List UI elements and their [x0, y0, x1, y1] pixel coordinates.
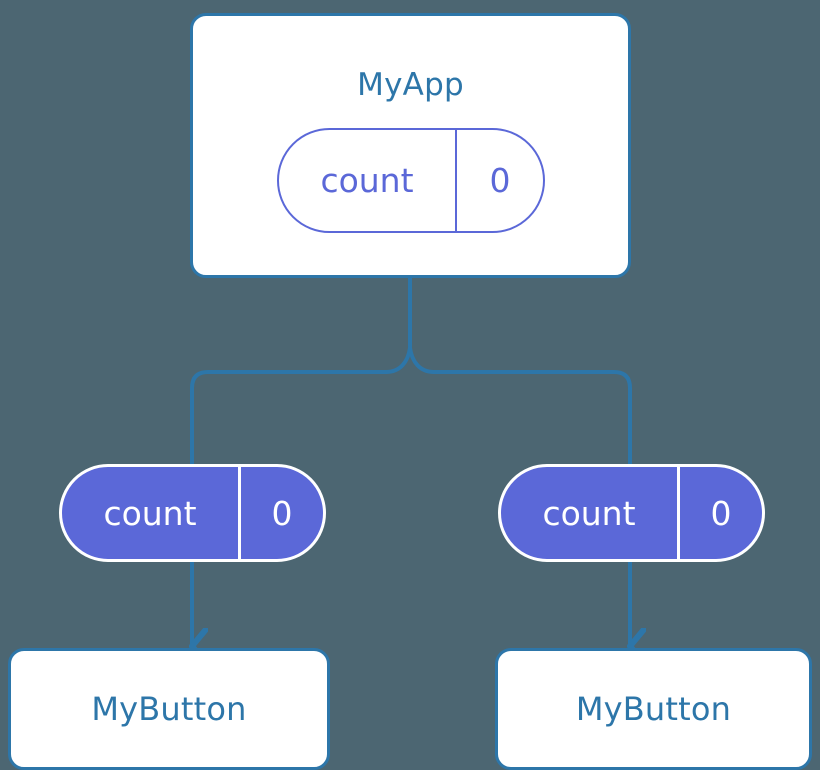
- root-state-key: count: [279, 130, 457, 231]
- right-child-component-box[interactable]: MyButton: [495, 648, 812, 770]
- left-child-component-label: MyButton: [91, 690, 247, 728]
- root-state-value: 0: [489, 161, 511, 200]
- right-props-value: 0: [710, 493, 732, 533]
- connector-fork-right: [408, 346, 632, 470]
- root-component-label: MyApp: [357, 67, 464, 103]
- connector-fork-left: [190, 346, 412, 470]
- right-props-key: count: [501, 467, 680, 559]
- left-props-pill[interactable]: count 0: [59, 464, 326, 562]
- left-child-component-box[interactable]: MyButton: [8, 648, 330, 770]
- right-child-component-label: MyButton: [575, 690, 732, 728]
- left-props-key: count: [62, 467, 241, 559]
- right-props-pill[interactable]: count 0: [498, 464, 765, 562]
- root-state-pill[interactable]: count 0: [277, 128, 545, 233]
- left-props-value: 0: [271, 493, 293, 533]
